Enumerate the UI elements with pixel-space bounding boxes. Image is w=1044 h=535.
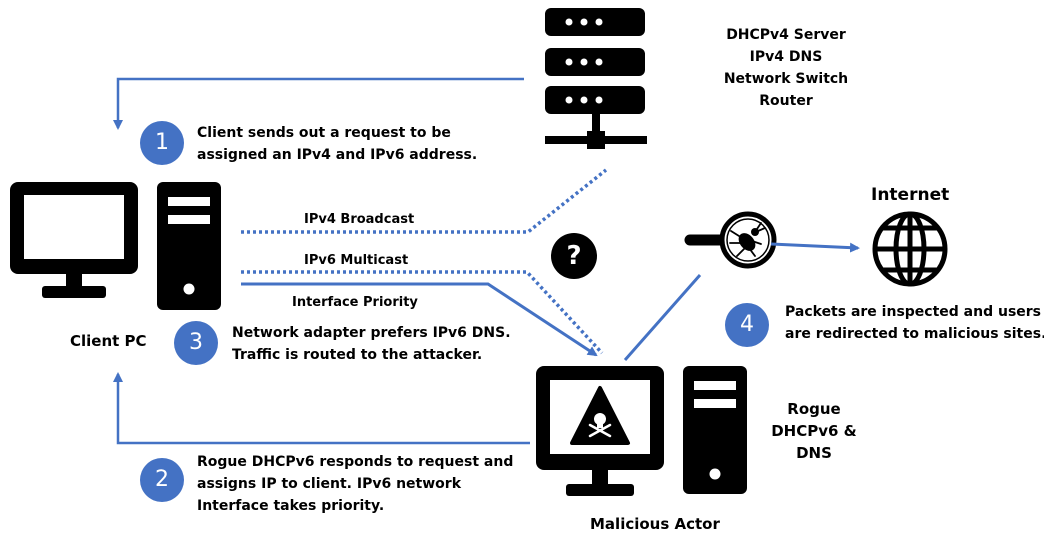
step-4-text: Packets are inspected and users are redi…: [785, 301, 1044, 345]
step-2-line: Rogue DHCPv6 responds to request and: [197, 454, 514, 470]
step-2-badge: 2: [140, 458, 184, 502]
server-label-line: DHCPv4 Server: [726, 27, 846, 43]
interface-priority-label: Interface Priority: [292, 295, 418, 310]
step-3-line: Network adapter prefers IPv6 DNS.: [232, 325, 511, 341]
client-pc-label: Client PC: [70, 332, 147, 350]
question-icon: [551, 233, 597, 279]
connection-lines: [113, 77, 860, 445]
magnifier-bug-icon: [684, 211, 777, 269]
malicious-actor-label: Malicious Actor: [590, 515, 720, 533]
step-1-badge: 1: [140, 121, 184, 165]
question-mark: ?: [566, 241, 582, 271]
step-1-text: Client sends out a request to be assigne…: [197, 122, 477, 166]
ipv4-broadcast-label: IPv4 Broadcast: [304, 212, 415, 227]
step-1-line: assigned an IPv4 and IPv6 address.: [197, 147, 478, 163]
skull-warning-icon: [570, 386, 630, 445]
step-1-line: Client sends out a request to be: [197, 125, 451, 141]
step-3-text: Network adapter prefers IPv6 DNS. Traffi…: [232, 322, 511, 366]
ipv6-multicast-label: IPv6 Multicast: [304, 253, 409, 268]
desktop-pc-icon: [10, 182, 221, 310]
rogue-label-line: DHCPv6 &: [771, 422, 857, 440]
step-3-line: Traffic is routed to the attacker.: [232, 347, 483, 363]
server-label-line: Network Switch: [723, 71, 849, 87]
globe-icon: [872, 211, 948, 287]
step-2-text: Rogue DHCPv6 responds to request and ass…: [197, 451, 513, 517]
rogue-label: Rogue DHCPv6 & DNS: [764, 398, 864, 464]
server-rack-icon: [545, 8, 647, 149]
server-label: DHCPv4 Server IPv4 DNS Network Switch Ro…: [700, 24, 872, 112]
step-4-badge: 4: [725, 303, 769, 347]
step-4-line: are redirected to malicious sites.: [785, 326, 1044, 342]
step-4-line: Packets are inspected and users: [785, 304, 1042, 320]
rogue-label-line: DNS: [796, 444, 832, 462]
step-2-line: assigns IP to client. IPv6 network: [197, 476, 462, 492]
server-label-line: IPv4 DNS: [749, 49, 823, 65]
internet-label: Internet: [871, 185, 950, 205]
server-label-line: Router: [759, 93, 813, 109]
rogue-label-line: Rogue: [787, 400, 841, 418]
step-2-line: Interface takes priority.: [197, 498, 385, 514]
malicious-pc-icon: [536, 366, 747, 496]
step-3-badge: 3: [174, 321, 218, 365]
